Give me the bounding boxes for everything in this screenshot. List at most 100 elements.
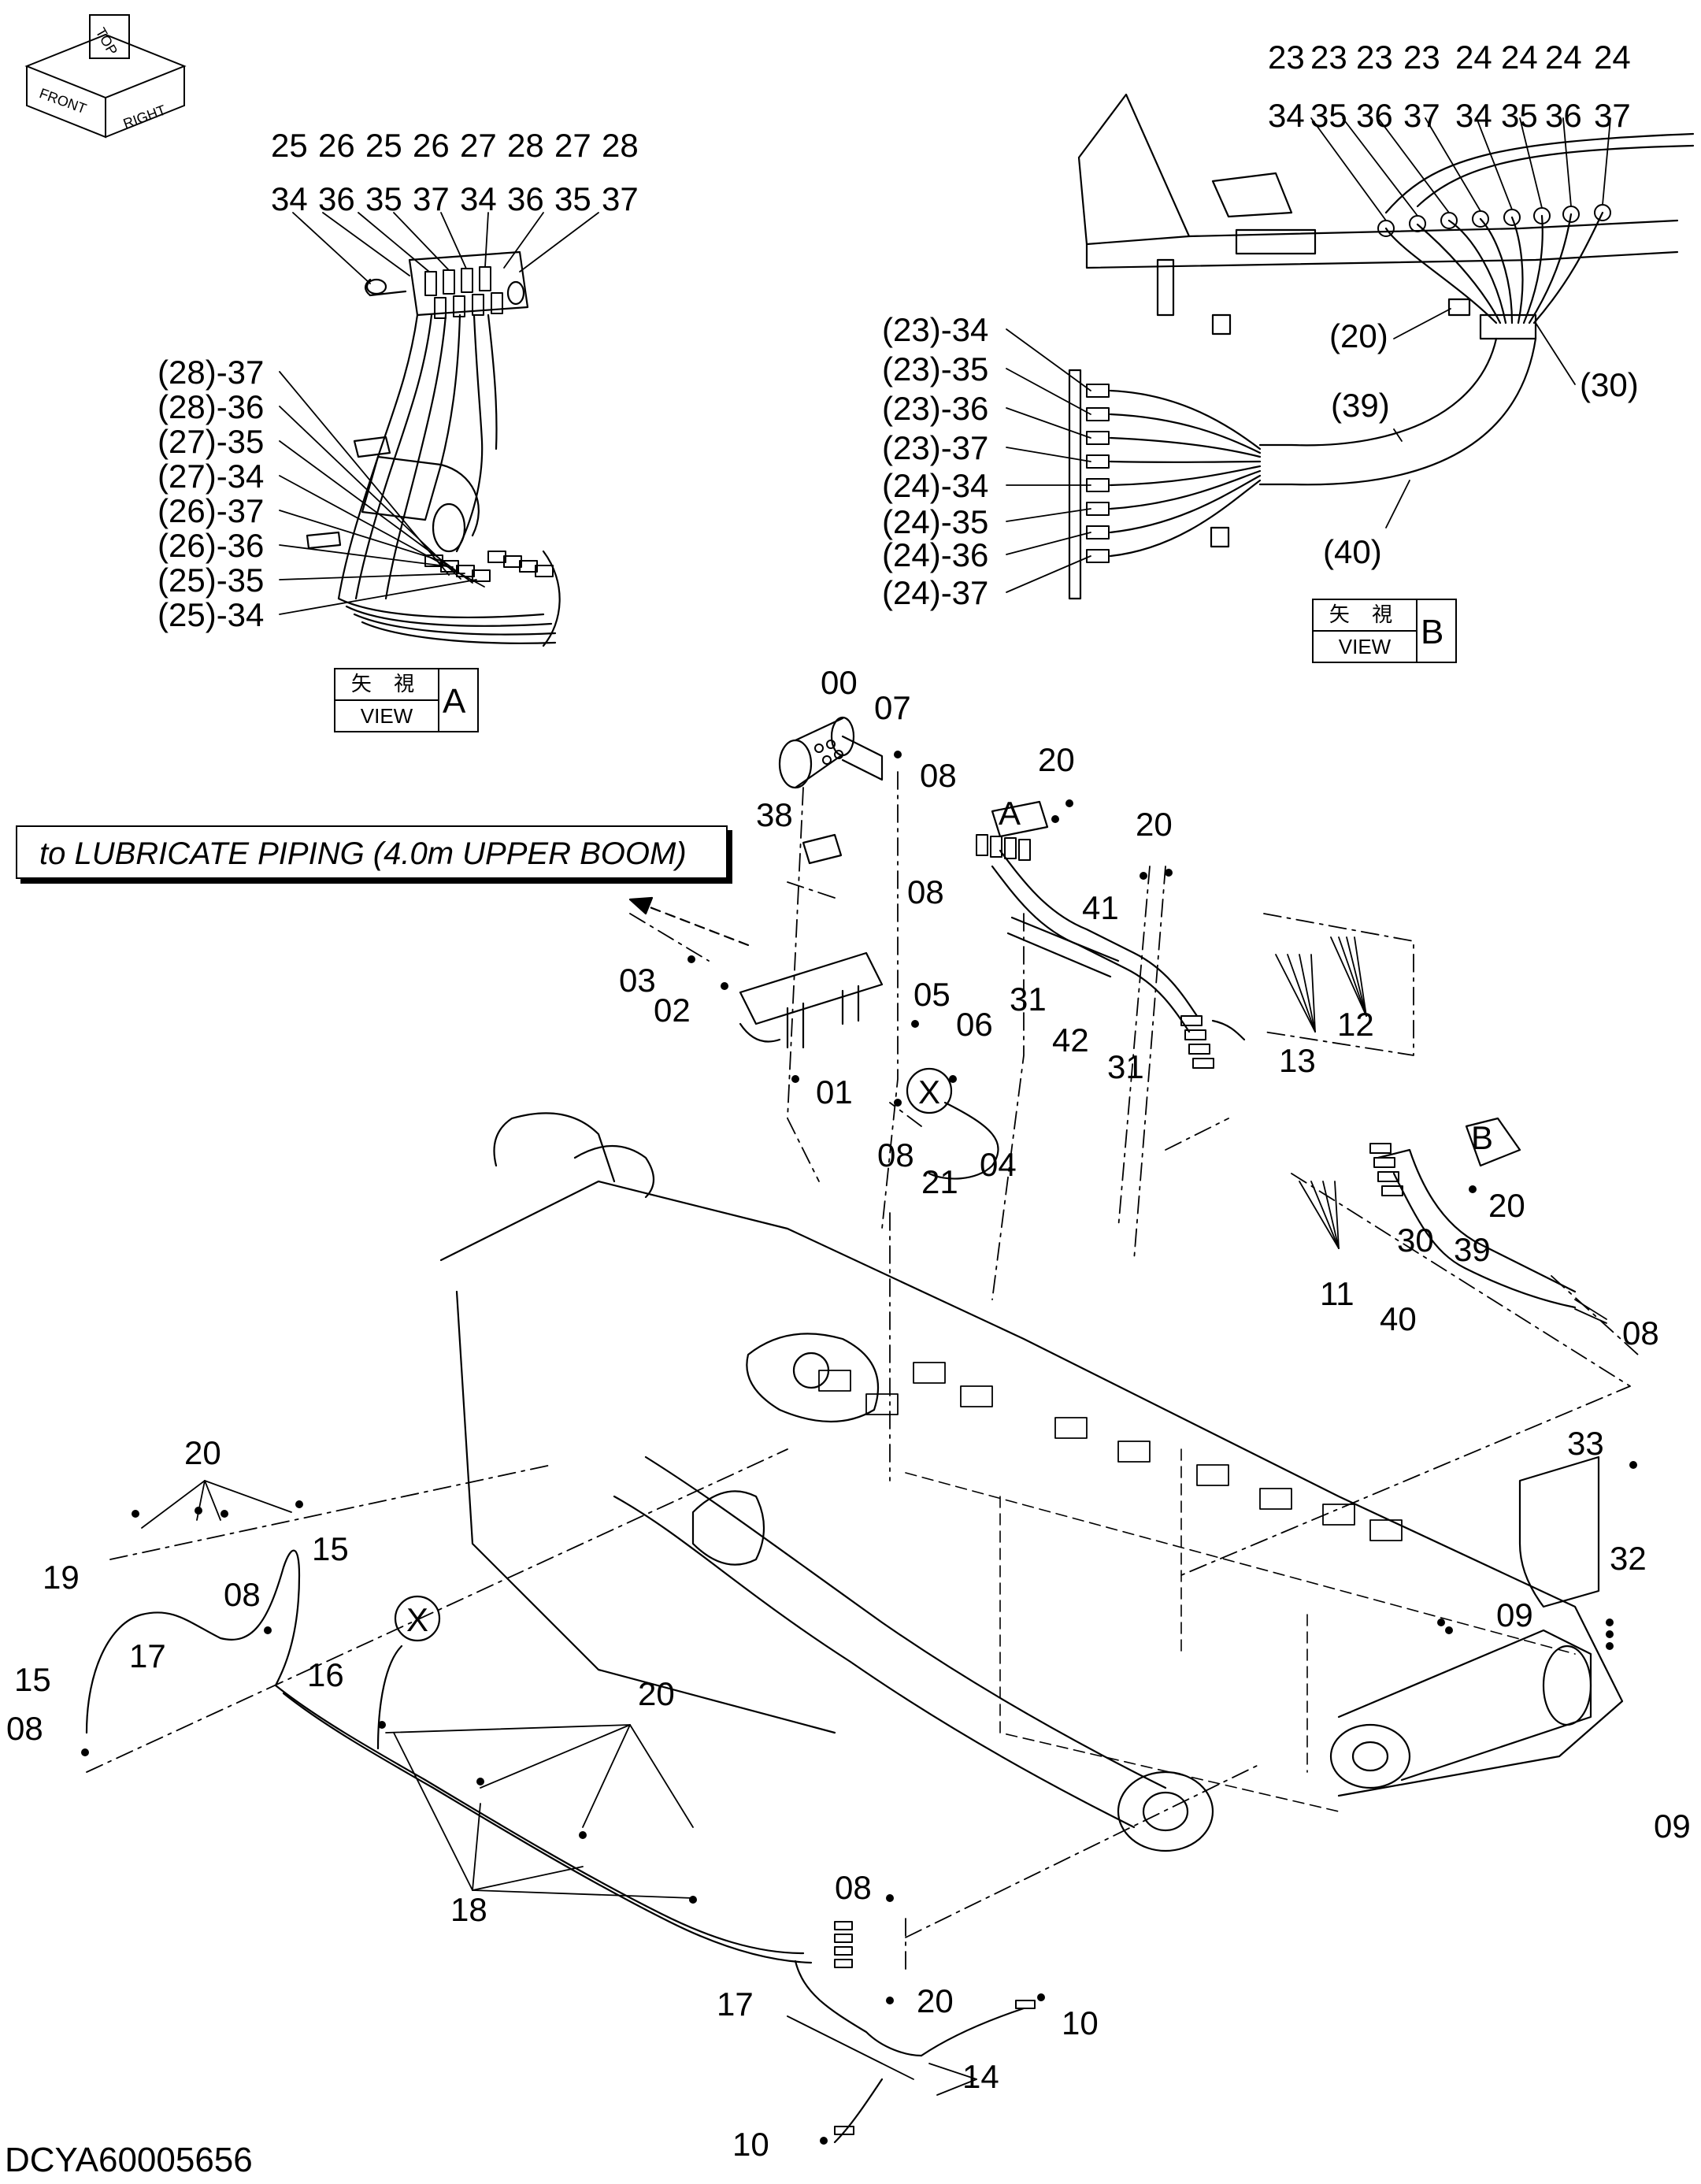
callout: 09 bbox=[1496, 1596, 1533, 1633]
callout: 20 bbox=[1136, 806, 1173, 843]
callout: 01 bbox=[816, 1073, 853, 1111]
callout: X bbox=[918, 1073, 941, 1111]
x-reference-markers bbox=[394, 1067, 953, 1642]
banner-pointer bbox=[628, 896, 750, 947]
label: 25 bbox=[271, 127, 308, 164]
callout: 06 bbox=[956, 1006, 993, 1043]
label: (28)-36 bbox=[158, 388, 265, 425]
callout: 08 bbox=[1622, 1314, 1659, 1352]
callout: 10 bbox=[1062, 2004, 1099, 2041]
callout: 00 bbox=[821, 664, 858, 701]
label: 26 bbox=[413, 127, 450, 164]
callout: 04 bbox=[980, 1146, 1017, 1183]
lower-piping bbox=[85, 1448, 1261, 2144]
label: 26 bbox=[318, 127, 355, 164]
view-a-label-box: 矢 視 VIEW A bbox=[334, 668, 479, 732]
label: (25)-34 bbox=[158, 596, 265, 633]
label: 25 bbox=[365, 127, 402, 164]
callout: 02 bbox=[654, 992, 691, 1029]
view-b-jp: 矢 視 bbox=[1314, 600, 1418, 632]
label: (23)-36 bbox=[882, 390, 989, 427]
callout: 39 bbox=[1454, 1231, 1491, 1268]
label: (25)-35 bbox=[158, 562, 265, 599]
label: 23 bbox=[1356, 39, 1393, 76]
callout: 19 bbox=[43, 1559, 80, 1596]
label: 35 bbox=[365, 180, 402, 217]
callout: 31 bbox=[1010, 981, 1047, 1018]
label: 37 bbox=[1403, 97, 1440, 134]
callout: 33 bbox=[1567, 1425, 1604, 1462]
callout: 13 bbox=[1279, 1042, 1316, 1079]
view-b-letter: B bbox=[1421, 613, 1444, 651]
callout: 41 bbox=[1082, 889, 1119, 926]
callout: 08 bbox=[224, 1576, 261, 1613]
label: 34 bbox=[1268, 97, 1305, 134]
assembly-guide-lines bbox=[629, 771, 1639, 1481]
label: 37 bbox=[1594, 97, 1631, 134]
label: (20) bbox=[1329, 317, 1388, 354]
callout: 08 bbox=[877, 1136, 914, 1174]
label: 24 bbox=[1501, 39, 1538, 76]
view-a-detail-drawing bbox=[279, 212, 599, 647]
document-id: DCYA60005656 bbox=[5, 2141, 253, 2179]
label: 24 bbox=[1594, 39, 1631, 76]
label: (39) bbox=[1331, 387, 1390, 424]
callout: 15 bbox=[312, 1530, 349, 1567]
label: (27)-34 bbox=[158, 458, 265, 495]
view-b-detail-drawing bbox=[1006, 93, 1695, 600]
label: 35 bbox=[1501, 97, 1538, 134]
callout: 07 bbox=[874, 689, 911, 726]
label: (27)-35 bbox=[158, 423, 265, 460]
label: 27 bbox=[460, 127, 497, 164]
view-a-en: VIEW bbox=[335, 701, 439, 731]
callout: 08 bbox=[907, 873, 944, 910]
label: 36 bbox=[1356, 97, 1393, 134]
label: (40) bbox=[1323, 533, 1382, 570]
callout: 14 bbox=[962, 2058, 999, 2095]
callout: 03 bbox=[619, 962, 656, 999]
label: (23)-37 bbox=[882, 429, 989, 466]
callout: 20 bbox=[1488, 1187, 1525, 1224]
callout: 17 bbox=[129, 1637, 166, 1674]
label: 36 bbox=[1545, 97, 1582, 134]
label: 37 bbox=[602, 180, 639, 217]
label: (24)-35 bbox=[882, 503, 989, 540]
callout: 15 bbox=[14, 1661, 51, 1698]
view-arrows bbox=[991, 800, 1521, 1167]
callout: A bbox=[999, 795, 1021, 832]
callout: X bbox=[406, 1601, 429, 1638]
label: 36 bbox=[318, 180, 355, 217]
label: (23)-35 bbox=[882, 350, 989, 387]
callout: 30 bbox=[1397, 1222, 1434, 1259]
label: 24 bbox=[1545, 39, 1582, 76]
view-a-jp: 矢 視 bbox=[335, 669, 439, 701]
label: 23 bbox=[1268, 39, 1305, 76]
label: (26)-36 bbox=[158, 527, 265, 564]
label: 24 bbox=[1455, 39, 1492, 76]
compass-right-label: RIGHT bbox=[121, 102, 168, 132]
label: (23)-34 bbox=[882, 311, 989, 348]
callout: 17 bbox=[717, 1986, 754, 2023]
callout: 16 bbox=[307, 1656, 344, 1693]
callout: 08 bbox=[835, 1869, 872, 1906]
callout: 20 bbox=[1038, 741, 1075, 778]
callout: 11 bbox=[1320, 1275, 1354, 1312]
label: 28 bbox=[602, 127, 639, 164]
label: 34 bbox=[1455, 97, 1492, 134]
upper-parts-exploded bbox=[739, 716, 1631, 1608]
compass-top-label: TOP bbox=[93, 25, 121, 58]
callout: 08 bbox=[6, 1710, 43, 1747]
callout: 20 bbox=[184, 1434, 221, 1471]
label: 35 bbox=[1310, 97, 1347, 134]
boom-structure bbox=[439, 1112, 1624, 1852]
label: (24)-36 bbox=[882, 536, 989, 573]
label: (28)-37 bbox=[158, 354, 265, 391]
callout: 08 bbox=[920, 757, 957, 794]
lubricate-piping-banner: to LUBRICATE PIPING (4.0m UPPER BOOM) bbox=[16, 825, 728, 879]
callout: 40 bbox=[1380, 1300, 1417, 1337]
label: 23 bbox=[1403, 39, 1440, 76]
label: 37 bbox=[413, 180, 450, 217]
callout: 10 bbox=[732, 2126, 769, 2163]
callout: 21 bbox=[921, 1163, 958, 1200]
